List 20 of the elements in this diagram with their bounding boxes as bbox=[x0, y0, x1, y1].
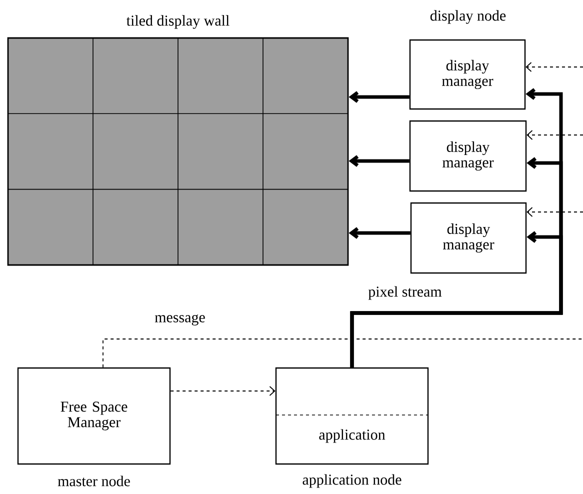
node-caption: master node bbox=[58, 476, 130, 486]
dashed-line bbox=[102, 338, 583, 368]
arrow bbox=[350, 231, 563, 368]
node-caption: application node bbox=[302, 474, 402, 488]
arrow bbox=[526, 130, 583, 140]
application-box: application bbox=[275, 367, 429, 465]
manager-box: display manager bbox=[410, 202, 527, 274]
manager-box: display manager bbox=[409, 120, 527, 192]
heading: tiled display wall bbox=[126, 15, 230, 29]
edge-label: message bbox=[154, 314, 206, 326]
arrow bbox=[348, 155, 410, 167]
arrow bbox=[170, 386, 276, 396]
heading: display node bbox=[430, 10, 506, 24]
arrow bbox=[526, 62, 583, 72]
manager-box: Free Space Manager bbox=[17, 367, 171, 465]
edge-label: pixel stream bbox=[367, 285, 443, 301]
arrow bbox=[526, 207, 583, 217]
arrow bbox=[348, 91, 410, 103]
manager-box: display manager bbox=[409, 39, 526, 110]
arrow bbox=[348, 227, 410, 239]
